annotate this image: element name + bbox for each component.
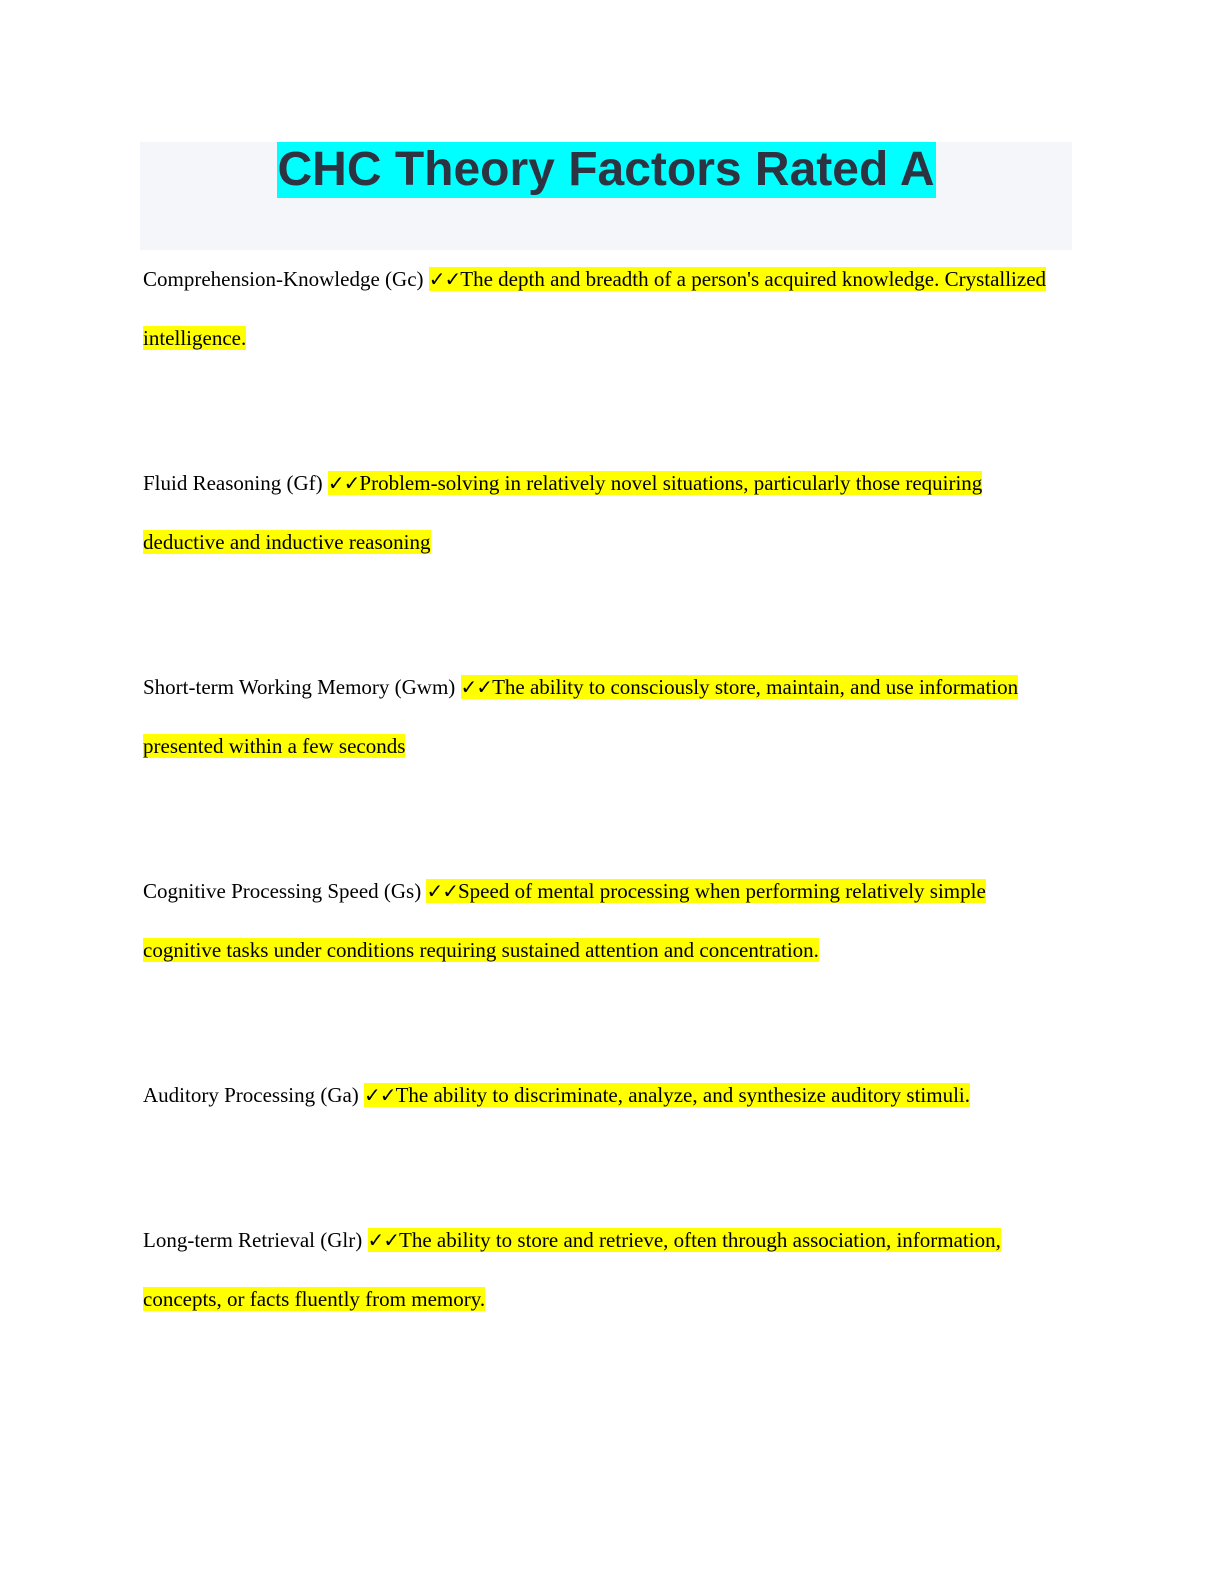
title-banner: CHC Theory Factors Rated A <box>140 142 1072 250</box>
term-definition: The ability to discriminate, analyze, an… <box>395 1083 970 1107</box>
term-entry-gs: Cognitive Processing Speed (Gs) ✓✓Speed … <box>143 862 1063 980</box>
term-entry-gf: Fluid Reasoning (Gf) ✓✓Problem-solving i… <box>143 454 1063 572</box>
term-label: Cognitive Processing Speed (Gs) <box>143 879 422 903</box>
term-label: Auditory Processing (Ga) <box>143 1083 359 1107</box>
term-definition: Speed of mental processing when performi… <box>143 879 986 962</box>
term-entry-gwm: Short-term Working Memory (Gwm) ✓✓The ab… <box>143 658 1063 776</box>
term-label: Comprehension-Knowledge (Gc) <box>143 267 424 291</box>
term-label: Short-term Working Memory (Gwm) <box>143 675 456 699</box>
double-check-icon: ✓✓ <box>460 675 494 699</box>
document-title: CHC Theory Factors Rated A <box>276 142 936 198</box>
term-label: Long-term Retrieval (Glr) <box>143 1228 363 1252</box>
term-entry-glr: Long-term Retrieval (Glr) ✓✓The ability … <box>143 1211 1063 1329</box>
double-check-icon: ✓✓ <box>428 267 462 291</box>
term-label: Fluid Reasoning (Gf) <box>143 471 323 495</box>
term-entry-gc: Comprehension-Knowledge (Gc) ✓✓The depth… <box>143 250 1063 368</box>
double-check-icon: ✓✓ <box>327 471 361 495</box>
term-list: Comprehension-Knowledge (Gc) ✓✓The depth… <box>143 250 1063 1415</box>
term-entry-ga: Auditory Processing (Ga) ✓✓The ability t… <box>143 1066 1063 1125</box>
term-definition: The ability to store and retrieve, often… <box>143 1228 1001 1311</box>
double-check-icon: ✓✓ <box>364 1083 397 1107</box>
double-check-icon: ✓✓ <box>426 879 459 903</box>
double-check-icon: ✓✓ <box>367 1228 401 1252</box>
term-definition: The depth and breadth of a person's acqu… <box>143 267 1047 350</box>
answer-highlight: ✓✓The ability to discriminate, analyze, … <box>364 1083 970 1107</box>
term-definition: Problem-solving in relatively novel situ… <box>143 471 983 554</box>
term-definition: The ability to consciously store, mainta… <box>143 675 1019 758</box>
